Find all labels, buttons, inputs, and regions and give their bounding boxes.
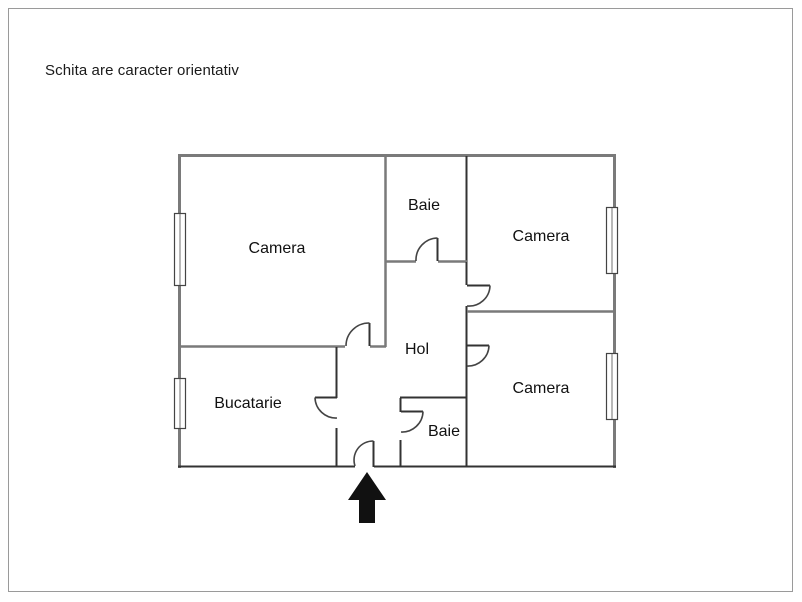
door-camera-bottom-right <box>466 344 490 367</box>
room-label-bucatarie: Bucatarie <box>214 395 282 412</box>
door-camera-top-right <box>466 284 491 307</box>
door-baie-bottom <box>400 410 424 433</box>
room-label-baie-bottom: Baie <box>428 423 460 440</box>
door-entrance <box>353 440 375 467</box>
room-label-camera-top-right: Camera <box>513 228 570 245</box>
sketch-disclaimer-note: Schita are caracter orientativ <box>45 62 239 79</box>
room-label-baie-top: Baie <box>408 197 440 214</box>
window-camera-bottom-right <box>605 352 619 421</box>
room-label-hol: Hol <box>405 341 429 358</box>
window-camera-top-left <box>173 212 187 287</box>
page-border-frame <box>8 8 793 592</box>
interior-walls <box>179 156 615 467</box>
room-labels: Camera Baie Camera Hol Bucatarie Camera … <box>214 197 569 440</box>
door-camera-top-left <box>345 322 371 347</box>
room-label-camera-bottom-right: Camera <box>513 380 570 397</box>
window-bucatarie <box>173 377 187 430</box>
door-baie-top <box>415 237 439 262</box>
room-label-camera-top-left: Camera <box>249 240 306 257</box>
windows <box>173 206 619 430</box>
door-bucatarie <box>314 396 338 419</box>
entrance-arrow <box>348 472 386 523</box>
window-camera-top-right <box>605 206 619 275</box>
door-swings <box>314 237 491 467</box>
